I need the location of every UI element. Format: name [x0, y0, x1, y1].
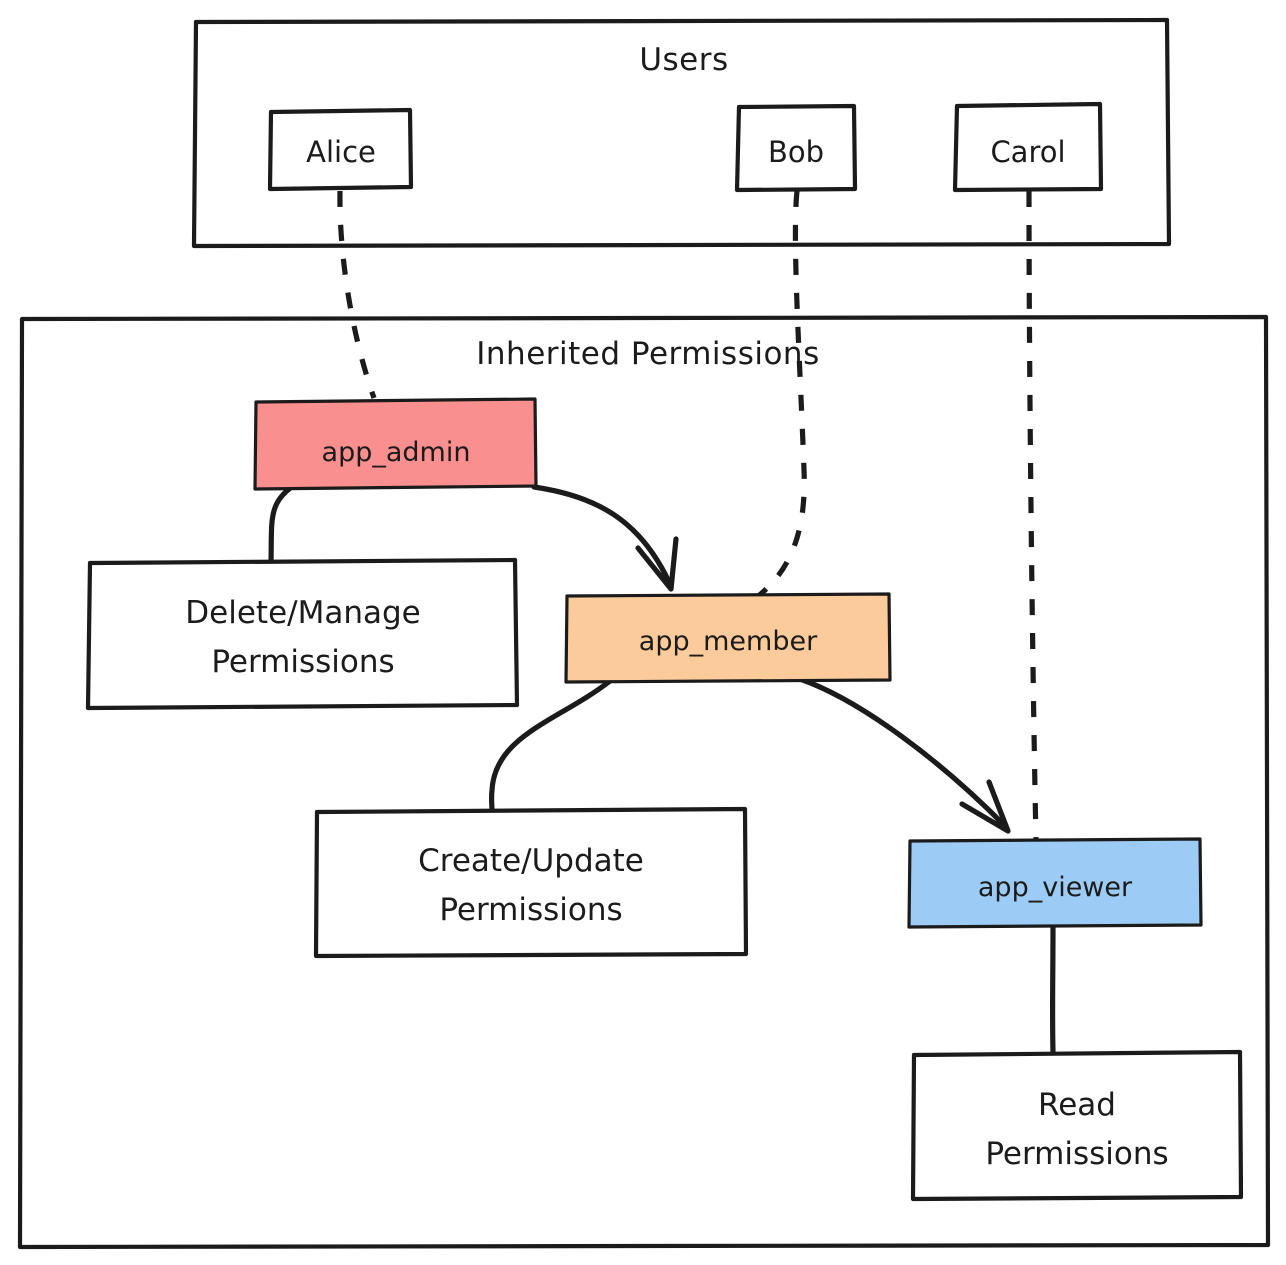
user-node-carol[interactable]: Carol	[952, 101, 1104, 193]
permission-node-read[interactable]: Read Permissions	[910, 1049, 1244, 1202]
permission-node-create-update[interactable]: Create/Update Permissions	[313, 806, 749, 959]
read-label-line1: Read	[1038, 1087, 1116, 1123]
edge-app-member-to-app-viewer	[797, 676, 1011, 834]
delete-manage-box[interactable]	[85, 557, 520, 711]
create-update-label-line2: Permissions	[439, 892, 622, 928]
app-viewer-label: app_viewer	[978, 872, 1133, 903]
users-container-border	[191, 17, 1172, 249]
app-member-label: app_member	[639, 626, 818, 657]
users-group: Users	[191, 17, 1172, 249]
alice-label: Alice	[306, 135, 376, 169]
arrowhead-to-app-member	[635, 536, 679, 592]
alice-box[interactable]	[267, 107, 414, 192]
edge-app-admin-to-app-member	[531, 484, 679, 592]
read-label-line2: Permissions	[985, 1136, 1168, 1172]
carol-box[interactable]	[952, 101, 1104, 193]
users-group-title: Users	[639, 42, 728, 78]
app-admin-label: app_admin	[322, 437, 471, 468]
delete-manage-label-line1: Delete/Manage	[185, 595, 420, 631]
edge-bob-to-app-member	[755, 190, 807, 600]
carol-label: Carol	[990, 135, 1065, 169]
edge-app-member-to-create-update	[488, 678, 613, 813]
app-admin-box[interactable]	[253, 397, 538, 491]
delete-manage-label-line2: Permissions	[211, 644, 394, 680]
app-member-box[interactable]	[564, 592, 892, 684]
read-box[interactable]	[910, 1049, 1244, 1202]
edge-alice-to-app-admin	[337, 190, 377, 399]
role-node-app-member[interactable]: app_member	[564, 592, 892, 684]
role-node-app-admin[interactable]: app_admin	[253, 397, 538, 491]
inherited-container-border	[17, 314, 1271, 1250]
app-viewer-box[interactable]	[907, 837, 1203, 929]
bob-label: Bob	[768, 135, 824, 169]
inherited-group-title: Inherited Permissions	[476, 336, 819, 372]
user-node-alice[interactable]: Alice	[267, 107, 414, 192]
arrowhead-to-app-viewer	[959, 779, 1011, 834]
inherited-permissions-group: Inherited Permissions	[17, 314, 1271, 1250]
create-update-label-line1: Create/Update	[418, 843, 644, 879]
create-update-box[interactable]	[313, 806, 749, 959]
permission-node-delete-manage[interactable]: Delete/Manage Permissions	[85, 557, 520, 711]
bob-box[interactable]	[734, 103, 858, 193]
edge-app-admin-to-delete-manage	[268, 483, 296, 565]
user-node-bob[interactable]: Bob	[734, 103, 858, 193]
edge-carol-to-app-viewer	[1026, 190, 1039, 841]
role-node-app-viewer[interactable]: app_viewer	[907, 837, 1203, 929]
